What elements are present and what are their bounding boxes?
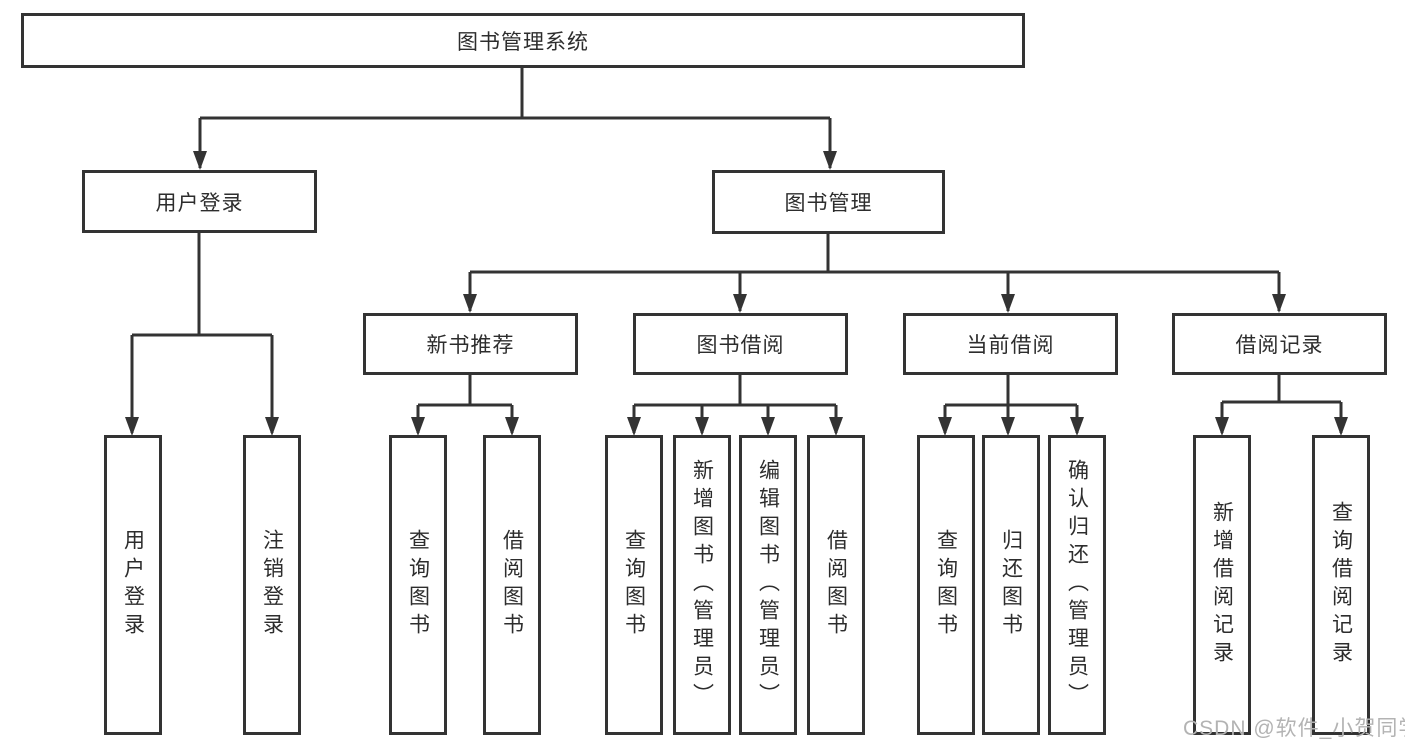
node-root-label: 图书管理系统 <box>457 30 589 54</box>
leaf-br-add-record: 新增借阅记录 <box>1193 435 1251 735</box>
node-borrow-records-label: 借阅记录 <box>1235 334 1324 357</box>
leaf-bb-borrow-book: 借阅图书 <box>807 435 865 735</box>
leaf-cb-return-book: 归还图书 <box>982 435 1040 735</box>
node-book-management: 图书管理 <box>712 170 945 234</box>
node-new-book-recommend-label: 新书推荐 <box>426 334 515 357</box>
leaf-bb-edit-book-admin: 编辑图书（管理员） <box>739 435 797 735</box>
leaf-cb-confirm-return-admin: 确认归还（管理员） <box>1048 435 1106 735</box>
leaf-cb-query-book: 查询图书 <box>917 435 975 735</box>
node-root: 图书管理系统 <box>21 13 1025 68</box>
watermark: CSDN @软件_小贺同学 <box>1183 717 1405 740</box>
node-user-login-label: 用户登录 <box>155 191 244 215</box>
leaf-bb-query-book: 查询图书 <box>605 435 663 735</box>
node-current-borrow: 当前借阅 <box>903 313 1118 375</box>
leaf-user-login: 用户登录 <box>104 435 162 735</box>
node-new-book-recommend: 新书推荐 <box>363 313 578 375</box>
node-current-borrow-label: 当前借阅 <box>966 334 1055 357</box>
leaf-nbr-query-book: 查询图书 <box>389 435 447 735</box>
leaf-bb-add-book-admin: 新增图书（管理员） <box>673 435 731 735</box>
leaf-br-query-record: 查询借阅记录 <box>1312 435 1370 735</box>
node-borrow-records: 借阅记录 <box>1172 313 1387 375</box>
leaf-logout: 注销登录 <box>243 435 301 735</box>
node-book-management-label: 图书管理 <box>784 192 873 215</box>
node-user-login: 用户登录 <box>82 170 317 233</box>
leaf-nbr-borrow-book: 借阅图书 <box>483 435 541 735</box>
node-book-borrow-label: 图书借阅 <box>696 334 785 357</box>
node-book-borrow: 图书借阅 <box>633 313 848 375</box>
